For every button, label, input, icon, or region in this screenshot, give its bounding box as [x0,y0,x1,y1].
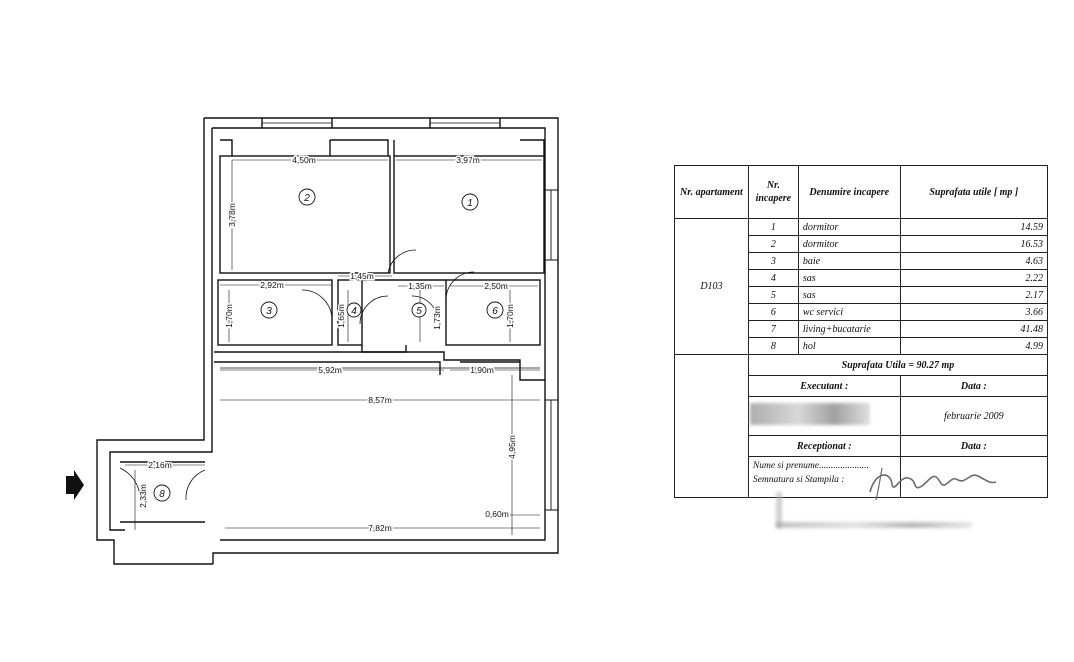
header-apartment: Nr. apartament [674,165,749,219]
dim-label: 8,57m [368,395,392,405]
dim-label: 3,97m [456,155,480,165]
room-no: 1 [747,218,799,236]
dim-label: 3,78m [227,203,237,227]
room-name: living+bucatarie [797,320,901,338]
dim-label: 1,90m [470,365,494,375]
room-area: 3.66 [899,303,1049,321]
dim-label: 4,95m [507,435,517,459]
room-name: dormitor [797,235,901,253]
room-label-3: 3 [266,306,272,317]
room-name: sas [797,269,901,287]
signature-line: Semnatura si Stampila : [752,475,845,485]
room-label-1: 1 [467,198,473,209]
room-name: dormitor [797,218,901,236]
table-header-row: Nr. apartament Nr. incapere Denumire inc… [674,165,1049,219]
dim-label: 2,50m [484,281,508,291]
name-line: Nume si prenume..................... [752,461,869,471]
receptionat-date [899,456,1049,498]
handwritten-signature [869,467,997,501]
table-row: 8 hol 4.99 [675,337,1049,355]
room-no: 2 [747,235,799,253]
table-row: D103 1 dormitor 14.59 [674,218,1049,355]
room-label-2: 2 [303,193,310,204]
room-label-8: 8 [159,489,165,500]
executant-date: februarie 2009 [899,396,1049,436]
room-no: 3 [747,252,799,270]
header-area: Suprafata utile [ mp ] [899,165,1049,219]
executant-date-label: Data : [899,375,1049,397]
apartment-id: D103 [674,218,749,355]
dim-label: 1,70m [505,304,515,328]
entrance-arrow-icon [66,470,84,500]
dim-label: 5,92m [318,365,342,375]
room-name: hol [797,337,901,355]
dim-label: 1,35m [408,281,432,291]
receptionat-label: Receptionat : [747,435,901,457]
room-area: 4.99 [899,337,1049,355]
room-no: 8 [747,337,799,355]
table-row: 5 sas 2.17 [675,286,1049,304]
receptionat-date-label: Data : [899,435,1049,457]
dim-label: 1,73m [432,306,442,330]
room-label-6: 6 [492,306,498,317]
receptionat-header-row: Receptionat : Data : [674,435,1049,457]
dim-label: 7,82m [368,523,392,533]
dim-label: 1,45m [350,271,374,281]
dim-label: 0,60m [485,509,509,519]
room-area: 4.63 [899,252,1049,270]
room-no: 7 [747,320,799,338]
redacted-mark [776,522,972,528]
table-row: 3 baie 4.63 [675,252,1049,270]
dim-label: 1,70m [224,304,234,328]
total-row: Suprafata Utila = 90.27 mp [674,354,1049,376]
room-area: 16.53 [899,235,1049,253]
room-no: 5 [747,286,799,304]
room-name: baie [797,252,901,270]
room-area: 2.17 [899,286,1049,304]
dim-label: 1,65m [336,304,346,328]
total-area: Suprafata Utila = 90.27 mp [747,354,1049,376]
redacted-mark [776,492,782,528]
executant-header-row: Executant : Data : [674,375,1049,397]
dim-label: 2,16m [148,460,172,470]
executant-label: Executant : [747,375,901,397]
room-area-table: Nr. apartament Nr. incapere Denumire inc… [674,165,1049,498]
room-area: 41.48 [899,320,1049,338]
header-room-no: Nr. incapere [747,165,799,219]
dim-label: 2,33m [138,484,148,508]
dim-label: 2,92m [260,280,284,290]
redacted-stamp [750,403,870,425]
room-label-5: 5 [416,306,422,317]
dim-label: 4,50m [292,155,316,165]
table-row: 4 sas 2.22 [675,269,1049,287]
room-name: sas [797,286,901,304]
room-name: wc servici [797,303,901,321]
room-label-4: 4 [351,306,357,317]
room-area: 2.22 [899,269,1049,287]
room-area: 14.59 [899,218,1049,236]
table-row: 7 living+bucatarie 41.48 [675,320,1049,338]
floor-plan: 2 1 3 4 5 6 8 4,50m 3,97m 3,78m 2,92m 1,… [66,117,559,565]
room-no: 4 [747,269,799,287]
receptionat-row: Nume si prenume..................... Sem… [674,456,1049,498]
header-room-name: Denumire incapere [797,165,901,219]
room-no: 6 [747,303,799,321]
